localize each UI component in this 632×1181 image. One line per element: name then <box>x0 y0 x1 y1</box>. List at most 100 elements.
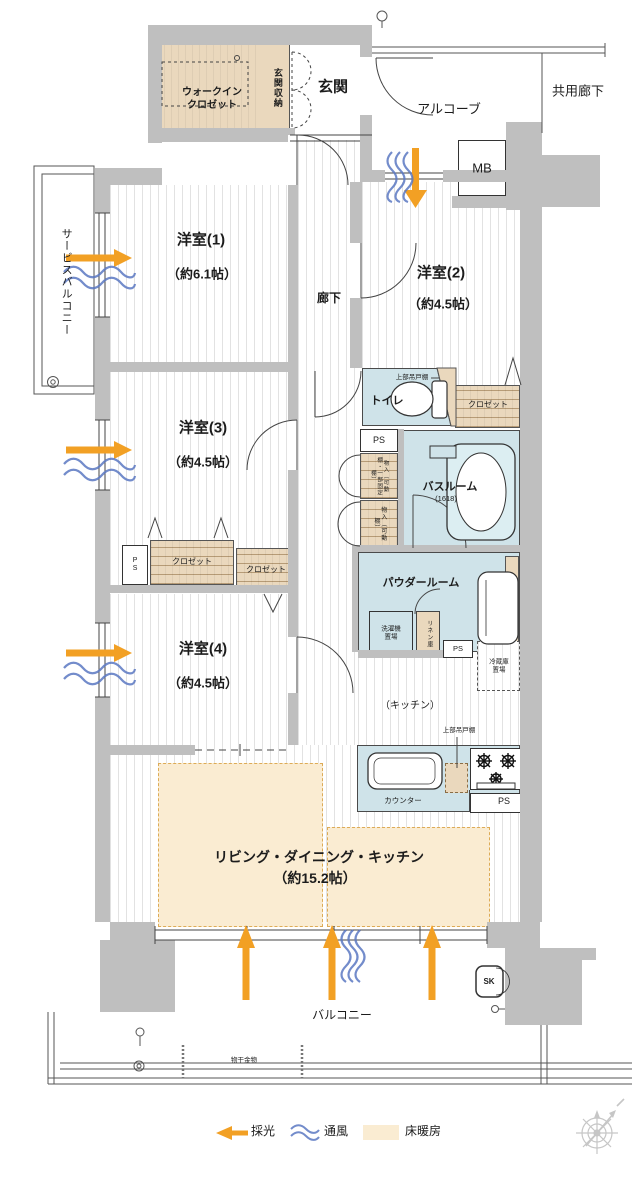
toilet-shelf-label: 上部吊戸棚 <box>395 373 429 381</box>
counter-label: カウンター <box>384 796 422 806</box>
bathroom-size-label: (1618) <box>435 494 457 504</box>
corridor-label: 廊下 <box>316 291 342 306</box>
entrance-label: 玄関 <box>317 78 349 96</box>
wall <box>95 185 110 922</box>
light-legend-icon <box>216 1126 248 1140</box>
legend-light-label: 採光 <box>250 1124 276 1139</box>
wall <box>100 940 175 1012</box>
service-balcony-label: サービスバルコニー <box>60 228 73 336</box>
wall <box>443 170 520 182</box>
room2-label: 洋室(2) <box>416 264 466 282</box>
room4-floor <box>110 594 288 745</box>
wall <box>148 25 372 45</box>
room4-label: 洋室(4) <box>178 640 228 658</box>
wall <box>505 948 582 1025</box>
wall <box>352 552 358 652</box>
legend-symbols <box>216 1124 399 1141</box>
slop-sink-label: SK <box>483 976 495 986</box>
linen-label: リネン庫 <box>425 620 432 648</box>
wall <box>358 650 443 658</box>
ps-room3-label: PS <box>131 557 139 573</box>
closet-room2 <box>455 385 520 428</box>
storage-upper-label: 物入（可動棚・一部固定棚） <box>369 456 389 496</box>
linen-box <box>416 611 440 657</box>
heating-legend-icon <box>363 1125 399 1140</box>
laundry-hardware-label: 物干金物 <box>231 1056 257 1064</box>
closet-room2-label: クロゼット <box>468 399 508 409</box>
wall <box>110 362 288 372</box>
alcove-label: アルコーブ <box>417 101 481 117</box>
ps-box-room3 <box>122 545 148 585</box>
floor-heating-left <box>158 763 323 927</box>
common-corridor-label: 共用廊下 <box>551 83 605 99</box>
fridge-label: 冷蔵庫 置場 <box>489 658 509 674</box>
wall <box>288 142 298 745</box>
entrance-storage-label: 玄関収納 <box>272 68 283 108</box>
ps-box-toilet <box>360 429 398 452</box>
room2-floor <box>362 182 520 385</box>
storage-upper-box <box>360 453 398 499</box>
wall <box>148 45 162 143</box>
room4-size-label: （約4.5帖） <box>167 675 239 691</box>
closet-room3b-label: クロゼット <box>246 564 286 574</box>
washer-space <box>369 611 413 657</box>
washer-label: 洗濯機 置場 <box>381 625 401 641</box>
closet-room3a-label: クロゼット <box>172 556 212 566</box>
light-arrow-balcony-1 <box>237 925 255 1000</box>
kitchen-counter-lower <box>357 790 470 812</box>
powder-vanity <box>505 556 519 648</box>
wall <box>350 298 362 368</box>
light-arrow-balcony-2 <box>323 925 341 1000</box>
ps-box-powder <box>443 640 473 658</box>
meter-box-label: MB <box>472 160 492 176</box>
room2-size-label: （約4.5帖） <box>407 296 479 312</box>
fridge-space <box>477 641 520 691</box>
wall <box>150 128 295 142</box>
wind-legend-icon <box>290 1124 320 1141</box>
wall <box>398 429 404 548</box>
meter-box <box>458 140 506 196</box>
room1-label: 洋室(1) <box>176 231 226 249</box>
room3-size-label: （約4.5帖） <box>167 454 239 470</box>
wall <box>487 922 540 948</box>
room1-size-label: （約6.1帖） <box>166 266 238 282</box>
bathroom-label: バスルーム <box>422 480 478 493</box>
light-arrow-balcony-3 <box>423 925 441 1000</box>
wall <box>360 45 372 57</box>
compass-icon <box>576 1098 625 1154</box>
ps-powder-label: PS <box>452 644 464 654</box>
entrance-storage-area <box>262 45 290 130</box>
wall <box>352 545 520 552</box>
wall <box>350 182 362 243</box>
wall <box>110 585 298 593</box>
wall <box>360 142 372 182</box>
storage-lower-box <box>360 500 398 547</box>
stove <box>470 748 522 790</box>
wall <box>360 115 372 142</box>
ps-kitchen-label: PS <box>497 796 511 807</box>
wall <box>520 207 542 922</box>
closet-room3-a <box>150 540 234 585</box>
kitchen-shelf-label: 上部吊戸棚 <box>442 726 476 734</box>
wall <box>542 155 600 207</box>
wall <box>452 196 506 208</box>
legend-wind-label: 通風 <box>323 1124 349 1139</box>
kitchen-floor <box>358 658 520 745</box>
room1-floor <box>110 185 288 362</box>
ldk-size-label: （約15.2帖） <box>273 869 357 886</box>
balcony-label: バルコニー <box>312 1008 372 1023</box>
floor-heating-right <box>327 827 490 927</box>
wall <box>110 745 195 755</box>
wall <box>372 170 385 182</box>
storage-lower-label: 物入（可動棚） <box>373 506 386 542</box>
wall <box>95 168 162 185</box>
ps-toilet-label: PS <box>372 435 386 446</box>
wall <box>540 948 596 960</box>
kitchen-label: （キッチン） <box>380 700 440 712</box>
powder-room-label: パウダールーム <box>382 576 460 589</box>
room3-label: 洋室(3) <box>178 419 228 437</box>
toilet-label: トイレ <box>370 394 404 407</box>
ldk-label: リビング・ダイニング・キッチン <box>214 848 424 865</box>
legend-heating-label: 床暖房 <box>404 1124 442 1139</box>
